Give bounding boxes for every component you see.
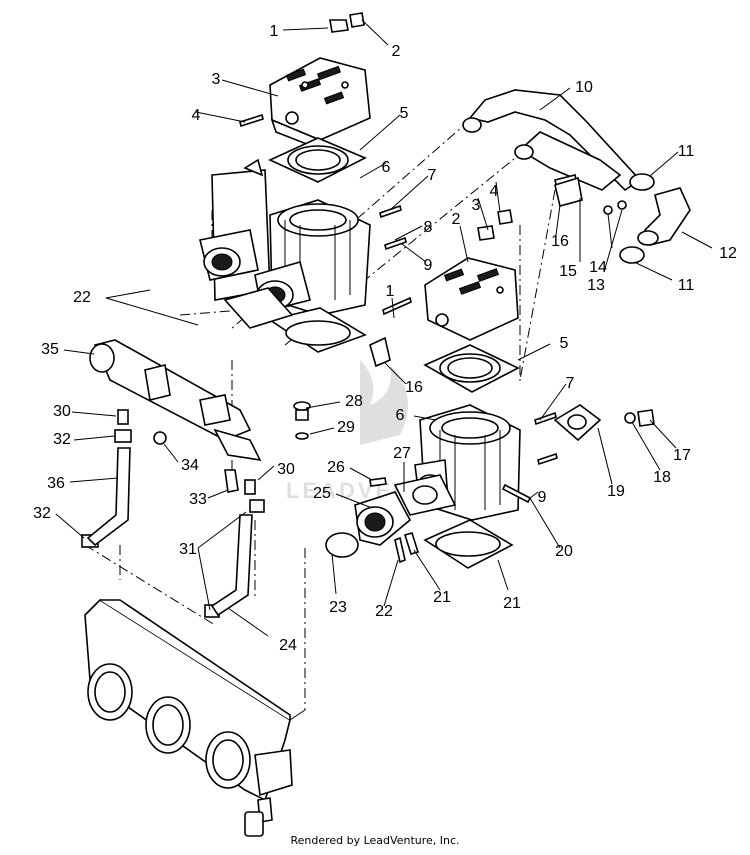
- cylinder-head-upper: [269, 57, 371, 152]
- cylinder-upper: [199, 158, 371, 316]
- head-gasket-upper: [268, 137, 367, 183]
- callout-32-right: 31: [179, 541, 197, 558]
- callout-13: 13: [587, 277, 605, 294]
- studs: [239, 113, 558, 504]
- callout-20: 20: [555, 543, 573, 560]
- callout-18: 18: [653, 469, 671, 486]
- base-gasket-upper: [223, 287, 367, 353]
- intake-flange: [393, 474, 457, 516]
- cylinder-head-lower: [424, 257, 519, 341]
- callout-8: 8: [424, 219, 433, 236]
- callout-33: 33: [189, 491, 207, 508]
- callout-36: 36: [47, 475, 65, 492]
- callout-11-bottom: 11: [678, 277, 695, 294]
- intake-boot: [354, 491, 412, 546]
- callout-16-right: 16: [551, 233, 569, 250]
- exhaust-gasket: [369, 176, 583, 368]
- head-gasket-lower: [423, 344, 520, 393]
- callout-1-lower: 1: [386, 283, 395, 300]
- callout-32-left: 32: [53, 431, 71, 448]
- callout-24: 23: [329, 599, 347, 616]
- callouts: 1 2 3 4 5 6 7 8 9 10 11 11 12 13 14 15 1…: [33, 23, 737, 654]
- callout-22-upper: 22: [73, 289, 91, 306]
- spring-washer: [603, 200, 627, 215]
- callout-1: 4: [192, 107, 201, 124]
- intake-clamp: [325, 532, 359, 558]
- intake-screws: [369, 477, 420, 564]
- rubber-sleeve: [637, 187, 691, 246]
- exhaust-flange: [553, 404, 602, 442]
- callout-30-left: 30: [53, 403, 71, 420]
- callout-30-right: 30: [277, 461, 295, 478]
- callout-15: 15: [559, 263, 577, 280]
- throttle-body: [84, 598, 293, 837]
- callout-21: 21: [503, 595, 521, 612]
- callout-6-lower: 6: [396, 407, 405, 424]
- callout-17: 17: [673, 447, 691, 464]
- callout-23: 22: [375, 603, 393, 620]
- head-nut-lower: [477, 209, 513, 241]
- callout-34: 34: [181, 457, 199, 474]
- callout-3-lower: 3: [472, 197, 481, 214]
- water-hose: [86, 447, 253, 617]
- water-manifold: [89, 339, 262, 462]
- callout-7-lower: 7: [566, 375, 575, 392]
- callout-25: 25: [313, 485, 331, 502]
- callout-5: 5: [400, 105, 409, 122]
- callout-10: 10: [575, 79, 593, 96]
- callout-5-lower: 5: [560, 335, 569, 352]
- callout-2-lower: 2: [452, 211, 461, 228]
- callout-22-lower: 21: [433, 589, 451, 606]
- callout-26: 26: [327, 459, 345, 476]
- callout-27: 27: [393, 445, 411, 462]
- callout-19: 19: [607, 483, 625, 500]
- callout-9: 9: [424, 257, 433, 274]
- hose-clamp: [619, 173, 655, 264]
- callout-16-center: 16: [405, 379, 423, 396]
- callout-4: 2: [392, 43, 401, 60]
- callout-28: 28: [345, 393, 363, 410]
- head-nut-upper: [329, 12, 365, 33]
- credit-line: Rendered by LeadVenture, Inc.: [290, 834, 460, 847]
- bleed-screw: [293, 401, 311, 440]
- callout-14: 14: [589, 259, 607, 276]
- callout-6: 6: [382, 159, 391, 176]
- callout-29: 29: [337, 419, 355, 436]
- callout-3: 1: [270, 23, 279, 40]
- callout-35: 35: [41, 341, 59, 358]
- callout-11-top: 11: [678, 143, 695, 160]
- callout-12: 12: [719, 245, 737, 262]
- base-gasket-lower: [423, 519, 514, 569]
- callout-4-lower: 4: [490, 183, 499, 200]
- callout-2: 3: [212, 71, 221, 88]
- washer-nut: [624, 409, 655, 427]
- leader-lines: [55, 19, 713, 721]
- callout-9-lower: 9: [538, 489, 547, 506]
- callout-7: 7: [428, 167, 437, 184]
- callout-31: 24: [279, 637, 297, 654]
- callout-32-mid: 32: [33, 505, 51, 522]
